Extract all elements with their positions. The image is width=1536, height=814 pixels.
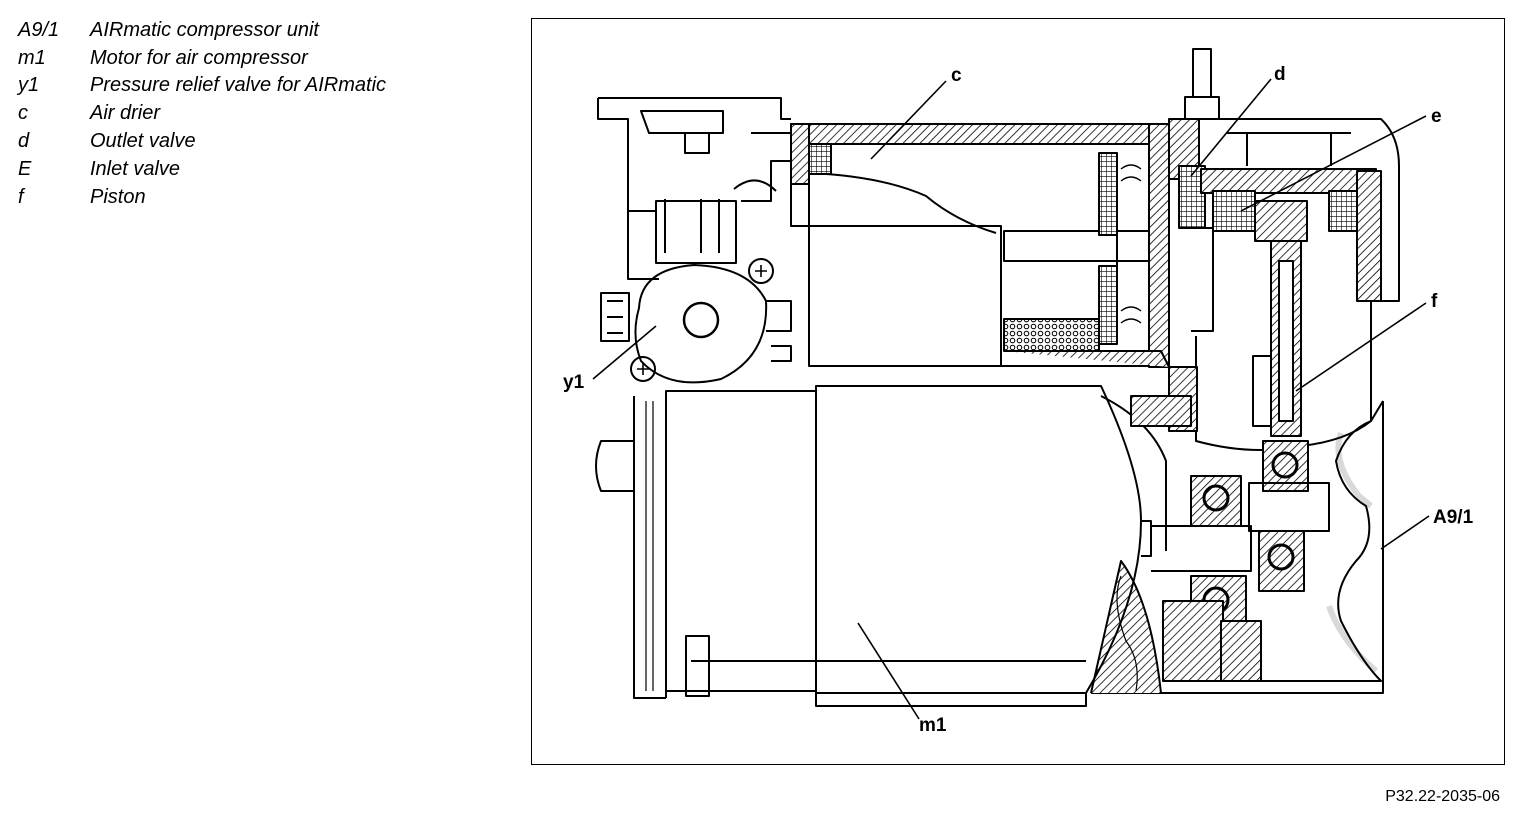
legend-code: A9/1 xyxy=(18,18,60,41)
figure-frame: c d e f y1 A9/1 m1 xyxy=(531,18,1505,765)
crankcase xyxy=(1090,395,1384,694)
legend-item: E Inlet valve xyxy=(18,155,386,183)
figure-reference-code: P32.22-2035-06 xyxy=(1385,788,1500,805)
piston-assembly xyxy=(1168,240,1372,451)
legend-code: d xyxy=(18,130,30,153)
cylinder-head xyxy=(1168,48,1400,332)
bearing-set xyxy=(1151,440,1330,627)
legend-code: c xyxy=(18,102,28,125)
callout-d: d xyxy=(1274,64,1286,85)
legend-item: f Piston xyxy=(18,183,386,211)
legend-code: y1 xyxy=(18,74,40,97)
motor xyxy=(595,385,1152,707)
legend-item: c Air drier xyxy=(18,99,386,127)
legend-description: Pressure relief valve for AIRmatic xyxy=(90,74,387,97)
callout-c: c xyxy=(951,65,962,86)
callout-f: f xyxy=(1431,291,1438,312)
legend-description: AIRmatic compressor unit xyxy=(90,18,319,41)
pressure-relief-valve xyxy=(600,199,792,384)
compressor-cross-section-drawing: c d e f y1 A9/1 m1 xyxy=(563,48,1474,736)
callout-leaders xyxy=(592,78,1430,720)
legend-description: Motor for air compressor xyxy=(90,46,308,69)
legend: A9/1 AIRmatic compressor unit m1 Motor f… xyxy=(18,16,386,211)
legend-code: E xyxy=(18,157,32,180)
legend-description: Air drier xyxy=(90,102,161,125)
legend-description: Piston xyxy=(90,185,146,208)
legend-description: Outlet valve xyxy=(90,130,196,153)
air-drier-housing xyxy=(790,123,1170,368)
legend-code: f xyxy=(18,185,24,208)
callout-e: e xyxy=(1431,106,1442,127)
legend-item: y1 Pressure relief valve for AIRmatic xyxy=(18,72,386,100)
legend-code: m1 xyxy=(18,46,46,69)
callout-y1: y1 xyxy=(563,372,585,393)
callout-m1: m1 xyxy=(919,715,947,736)
legend-item: A9/1 AIRmatic compressor unit xyxy=(18,16,386,44)
legend-item: m1 Motor for air compressor xyxy=(18,44,386,72)
callout-a91: A9/1 xyxy=(1433,507,1474,528)
legend-description: Inlet valve xyxy=(90,157,181,180)
valve-block xyxy=(597,97,792,280)
legend-item: d Outlet valve xyxy=(18,127,386,155)
